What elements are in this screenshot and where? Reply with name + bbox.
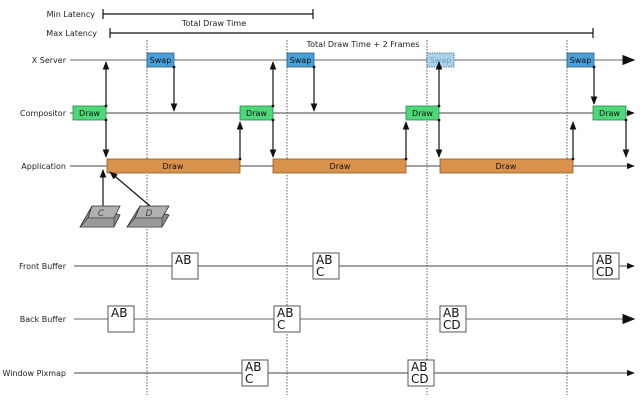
compositor-draw-boxes: Draw Draw Draw Draw	[72, 105, 627, 121]
min-latency-bracket: Min Latency	[47, 9, 314, 19]
swap-box: Swap	[146, 52, 175, 68]
buffer-content-text: C	[316, 265, 324, 279]
buffer-content-text: AB	[175, 253, 191, 267]
buffer-content-text: AB	[245, 360, 261, 374]
buffer-content-text: AB	[411, 360, 427, 374]
row-label-x-server: X Server	[32, 56, 67, 65]
buffer-content-text: CD	[443, 318, 461, 332]
svg-text:Swap: Swap	[290, 56, 312, 65]
event-arrows	[99, 61, 630, 210]
row-label-compositor: Compositor	[20, 109, 67, 118]
max-latency-label: Max Latency	[46, 29, 97, 38]
junction-dots	[104, 65, 628, 161]
compositor-draw-box: Draw	[239, 105, 274, 121]
row-label-back-buffer: Back Buffer	[20, 315, 67, 324]
buffer-content-text: CD	[411, 372, 429, 386]
svg-text:Swap: Swap	[150, 56, 172, 65]
vblank-lines	[146, 40, 568, 395]
buffer-content-text: AB	[111, 306, 127, 320]
app-draw-box: Draw	[272, 158, 407, 174]
max-latency-bracket: Max Latency	[46, 28, 594, 38]
row-label-front-buffer: Front Buffer	[19, 262, 67, 271]
key-c-icon: C	[79, 205, 121, 228]
min-latency-label: Min Latency	[47, 10, 96, 19]
row-label-window-pixmap: Window Pixmap	[3, 369, 66, 378]
buffer-content-text: CD	[596, 265, 614, 279]
compositor-draw-box: Draw	[72, 105, 107, 121]
buffer-content-text: AB	[277, 306, 293, 320]
svg-text:Draw: Draw	[330, 162, 351, 171]
swap-box: Swap	[566, 52, 595, 68]
buffer-content-text: C	[277, 318, 285, 332]
swap-boxes: Swap Swap Swap Swap	[146, 52, 595, 68]
row-label-application: Application	[21, 162, 66, 171]
svg-text:Draw: Draw	[163, 162, 184, 171]
buffer-content-text: AB	[596, 253, 612, 267]
svg-text:Draw: Draw	[79, 109, 100, 118]
svg-text:Draw: Draw	[599, 109, 620, 118]
total-draw-time-label: Total Draw Time	[181, 19, 246, 28]
svg-text:Swap: Swap	[570, 56, 592, 65]
front-buffer-contents: AB	[171, 252, 199, 280]
swap-box-skipped: Swap	[426, 52, 455, 68]
svg-text:Swap: Swap	[430, 56, 452, 65]
total-draw-time-plus-frames-label: Total Draw Time + 2 Frames	[306, 40, 420, 49]
svg-text:Draw: Draw	[412, 109, 433, 118]
arrow-key-d-to-app	[109, 171, 151, 207]
back-buffer-contents: AB	[107, 305, 135, 333]
buffer-content-text: AB	[316, 253, 332, 267]
pixmap-buffer-contents: ABC	[241, 359, 269, 387]
front-buffer-contents: ABC	[312, 252, 340, 280]
svg-text:D: D	[146, 209, 153, 219]
svg-text:Draw: Draw	[496, 162, 517, 171]
svg-text:C: C	[98, 209, 105, 219]
app-draw-box: Draw	[439, 158, 574, 174]
key-d-icon: D	[126, 205, 170, 228]
buffer-content-text: C	[245, 372, 253, 386]
compositor-draw-box: Draw	[592, 105, 627, 121]
buffer-content-text: AB	[443, 306, 459, 320]
compositor-draw-box: Draw	[405, 105, 440, 121]
app-draw-box: Draw	[106, 158, 241, 174]
app-draw-boxes: Draw Draw Draw	[106, 158, 574, 174]
back-buffer-contents: ABC	[273, 305, 301, 333]
swap-box: Swap	[286, 52, 315, 68]
svg-text:Draw: Draw	[246, 109, 267, 118]
